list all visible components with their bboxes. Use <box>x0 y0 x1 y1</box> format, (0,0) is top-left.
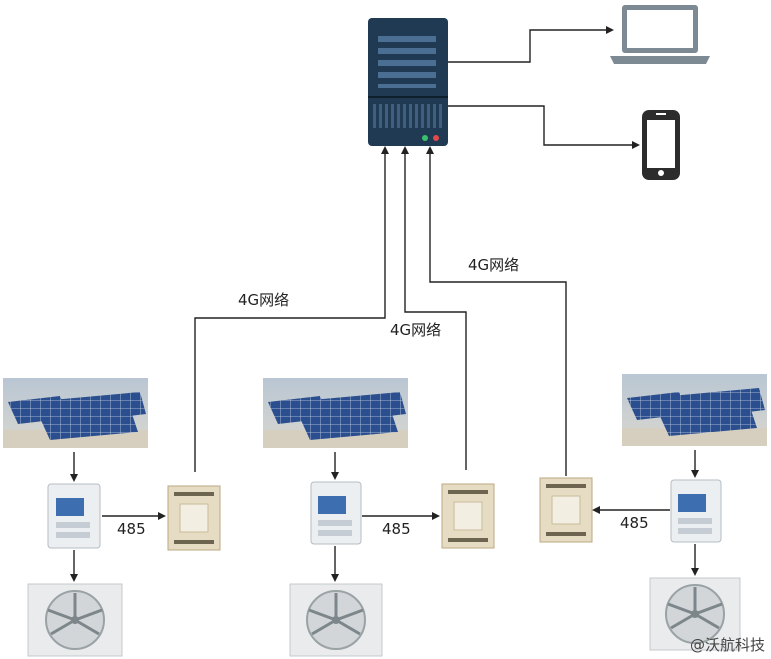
uplink-station-2 <box>401 146 467 470</box>
station-1: 485 <box>3 378 221 657</box>
laptop <box>610 5 710 64</box>
network-label-1: 4G网络 <box>238 291 289 309</box>
solar-panel-icon <box>3 378 148 448</box>
station-3: 485 <box>539 374 767 651</box>
uplink-station-3 <box>426 146 567 476</box>
energy-meter-icon <box>670 479 722 543</box>
solar-panel-icon <box>622 374 767 446</box>
bus-label-3: 485 <box>620 514 649 532</box>
gateway-module-icon <box>539 477 593 543</box>
uplink-station-1 <box>194 146 389 472</box>
gateway-module-icon <box>441 483 495 549</box>
bus-label-2: 485 <box>382 520 411 538</box>
station-2: 485 <box>263 378 495 657</box>
watermark: @沃航科技 <box>689 636 765 654</box>
status-led-red <box>433 135 439 141</box>
energy-meter-icon <box>310 481 362 545</box>
network-label-2: 4G网络 <box>390 321 441 339</box>
bus-label-1: 485 <box>117 520 146 538</box>
gateway-module-icon <box>167 485 221 551</box>
smartphone <box>642 110 680 180</box>
exhaust-fan-icon <box>649 577 741 651</box>
link-server-laptop <box>448 26 614 63</box>
link-server-phone <box>448 105 640 149</box>
energy-meter-icon <box>47 483 101 549</box>
exhaust-fan-icon <box>289 583 383 657</box>
exhaust-fan-icon <box>27 583 123 657</box>
network-label-3: 4G网络 <box>468 256 519 274</box>
status-led-green <box>422 135 428 141</box>
server <box>368 18 448 146</box>
solar-panel-icon <box>263 378 408 448</box>
